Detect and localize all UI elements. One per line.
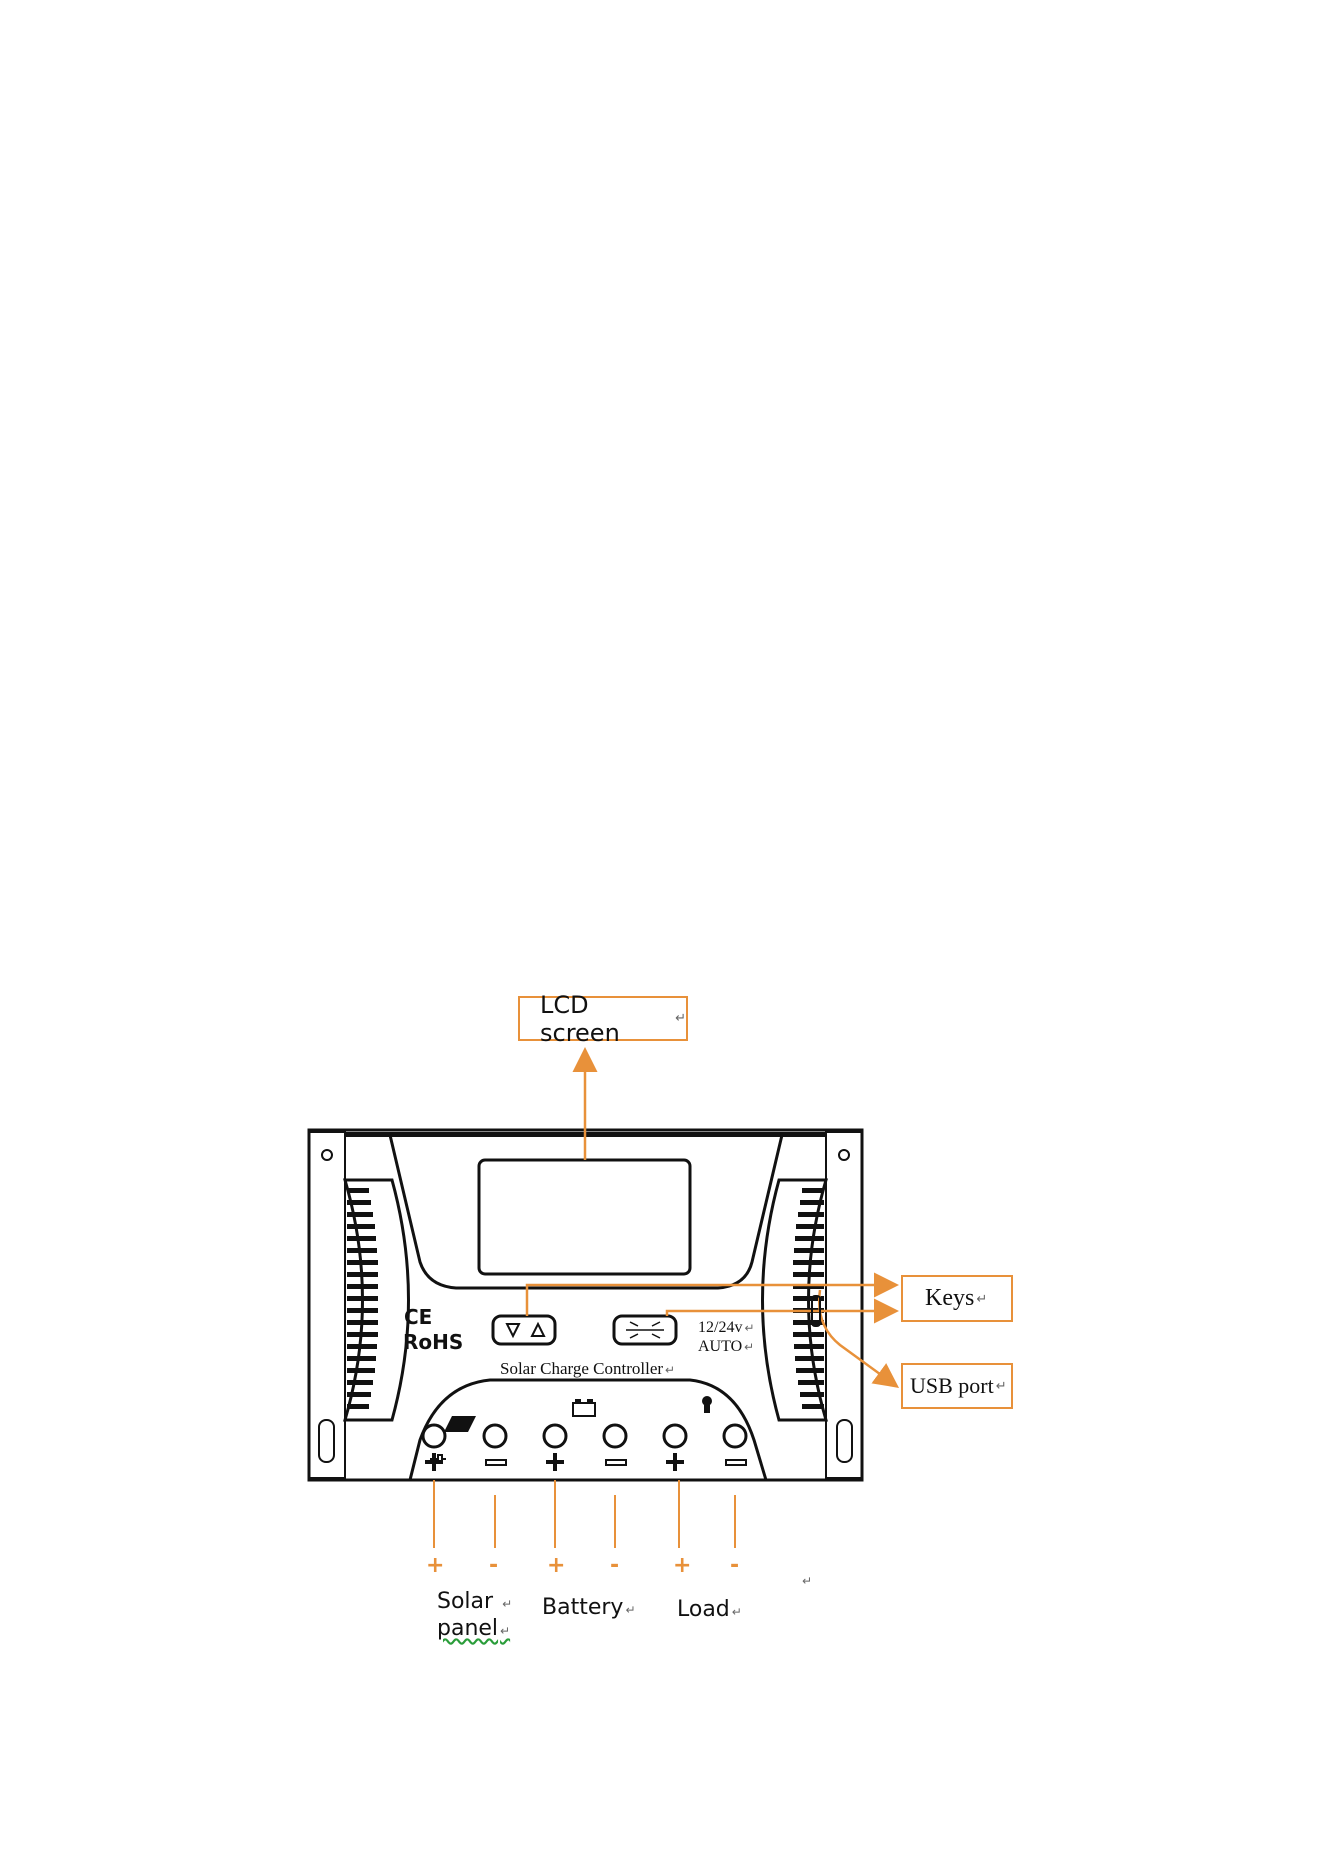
solar-panel-label-line2: panel↵ <box>437 1616 510 1641</box>
auto-label: AUTO↵ <box>698 1338 754 1356</box>
paragraph-mark-icon: ↵ <box>996 1378 1007 1394</box>
ce-mark: CE <box>404 1305 432 1329</box>
load-minus-sign: - <box>730 1553 739 1578</box>
terminal-leads <box>434 1480 735 1548</box>
voltage-label: 12/24v↵ <box>698 1319 755 1337</box>
lcd-screen-label: LCD screen <box>540 991 673 1047</box>
paragraph-mark-icon: ↵ <box>800 1566 812 1591</box>
load-plus-sign: + <box>673 1553 691 1578</box>
paragraph-mark-icon: ↵ <box>675 1011 686 1026</box>
controller-title: Solar Charge Controller↵ <box>500 1359 675 1379</box>
keys-callout: Keys ↵ <box>901 1275 1013 1322</box>
rohs-mark: RoHS <box>403 1330 463 1354</box>
usb-port-callout: USB port ↵ <box>901 1363 1013 1409</box>
arrow-keys[interactable] <box>493 1316 555 1344</box>
battery-minus-sign: - <box>610 1553 619 1578</box>
battery-plus-sign: + <box>547 1553 565 1578</box>
lcd-screen <box>479 1160 690 1274</box>
load-label: Load↵ <box>677 1597 742 1622</box>
keys-label: Keys <box>925 1285 974 1312</box>
battery-label: Battery↵ <box>542 1595 636 1620</box>
solar-plus-sign: + <box>426 1553 444 1578</box>
light-key[interactable] <box>614 1316 676 1344</box>
solar-panel-label-line1: Solar ↵ <box>437 1589 512 1614</box>
solar-minus-sign: - <box>489 1553 498 1578</box>
lcd-screen-callout: LCD screen ↵ <box>518 996 688 1041</box>
paragraph-mark-icon: ↵ <box>976 1291 987 1307</box>
usb-port-label: USB port <box>910 1373 994 1399</box>
